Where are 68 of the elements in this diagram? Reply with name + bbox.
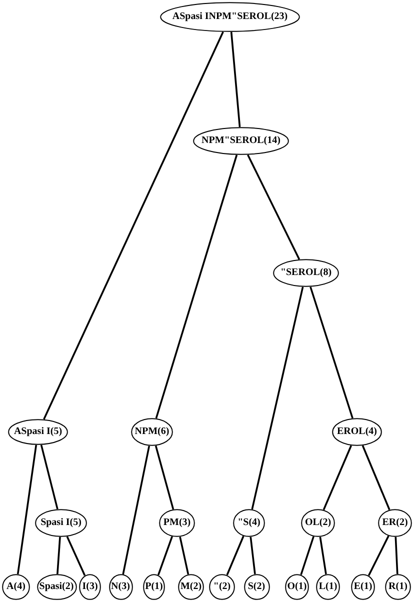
connector-line [154, 446, 174, 510]
node-label: P(1) [145, 581, 163, 593]
connector-line [251, 286, 304, 510]
node-label: Spasi I(5) [40, 517, 82, 529]
ellipse-node [244, 574, 270, 600]
ellipse-node [233, 509, 265, 537]
node-label: EROL(4) [337, 426, 377, 438]
connector-line [300, 536, 314, 576]
node-label: NPM"SEROL(14) [202, 135, 280, 147]
connector-line [247, 154, 300, 260]
connector-line [368, 536, 390, 576]
node-label: "SEROL(8) [280, 267, 332, 279]
node-label: I(3) [82, 581, 98, 593]
connector-line [56, 536, 61, 574]
connector-line [43, 32, 224, 420]
connector-line [40, 444, 58, 510]
node-label: M(2) [180, 581, 202, 593]
ellipse-node [193, 127, 289, 155]
node-label: O(1) [287, 581, 307, 593]
ellipse-node [108, 574, 132, 600]
node-label: E(1) [354, 581, 372, 593]
ellipse-node [159, 509, 195, 537]
node-label: NPM(6) [134, 426, 170, 438]
ellipse-node [143, 574, 165, 600]
ellipse-node [160, 2, 300, 32]
connector-line [155, 154, 238, 419]
node-label: A(4) [6, 581, 26, 593]
connector-line [226, 536, 244, 576]
ellipse-node [285, 574, 309, 600]
ellipse-node [178, 574, 204, 600]
node-label: OL(2) [304, 517, 332, 529]
ellipse-node [8, 419, 68, 445]
ellipse-node [209, 574, 235, 600]
connector-line [157, 536, 173, 576]
connector-line [122, 446, 150, 574]
connector-line [250, 536, 256, 574]
ellipse-node [2, 574, 30, 600]
node-label: R(1) [388, 581, 408, 593]
node-label: "S(4) [238, 517, 260, 529]
node-label: PM(3) [163, 517, 191, 529]
node-label: L(1) [318, 581, 338, 593]
ellipse-node [378, 509, 412, 537]
node-label: S(2) [248, 581, 266, 593]
node-label: ASpasi INPM"SEROL(23) [172, 11, 288, 23]
connector-line [179, 536, 190, 574]
ellipse-node [273, 259, 339, 287]
ellipse-node [316, 574, 340, 600]
ellipse-node [332, 418, 382, 446]
connector-line [319, 536, 327, 574]
ellipse-node [131, 418, 173, 446]
ellipse-node [351, 574, 375, 600]
ellipse-node [301, 509, 335, 537]
ellipse-node [385, 574, 411, 600]
node-label: ER(2) [382, 517, 408, 529]
ellipse-node [35, 509, 87, 537]
connector-line [66, 536, 86, 576]
connector-line [394, 536, 398, 574]
ellipse-node [36, 574, 76, 600]
node-label: N(3) [111, 581, 130, 593]
node-label: ASpasi I(5) [14, 426, 62, 438]
ellipse-node [79, 574, 101, 600]
connector-line [322, 445, 352, 510]
node-label: Spasi(2) [39, 581, 74, 593]
connector-line [230, 32, 241, 128]
node-label: "(2) [213, 581, 231, 593]
connector-line [16, 444, 38, 574]
connector-line [310, 286, 354, 418]
connector-line [362, 445, 390, 510]
